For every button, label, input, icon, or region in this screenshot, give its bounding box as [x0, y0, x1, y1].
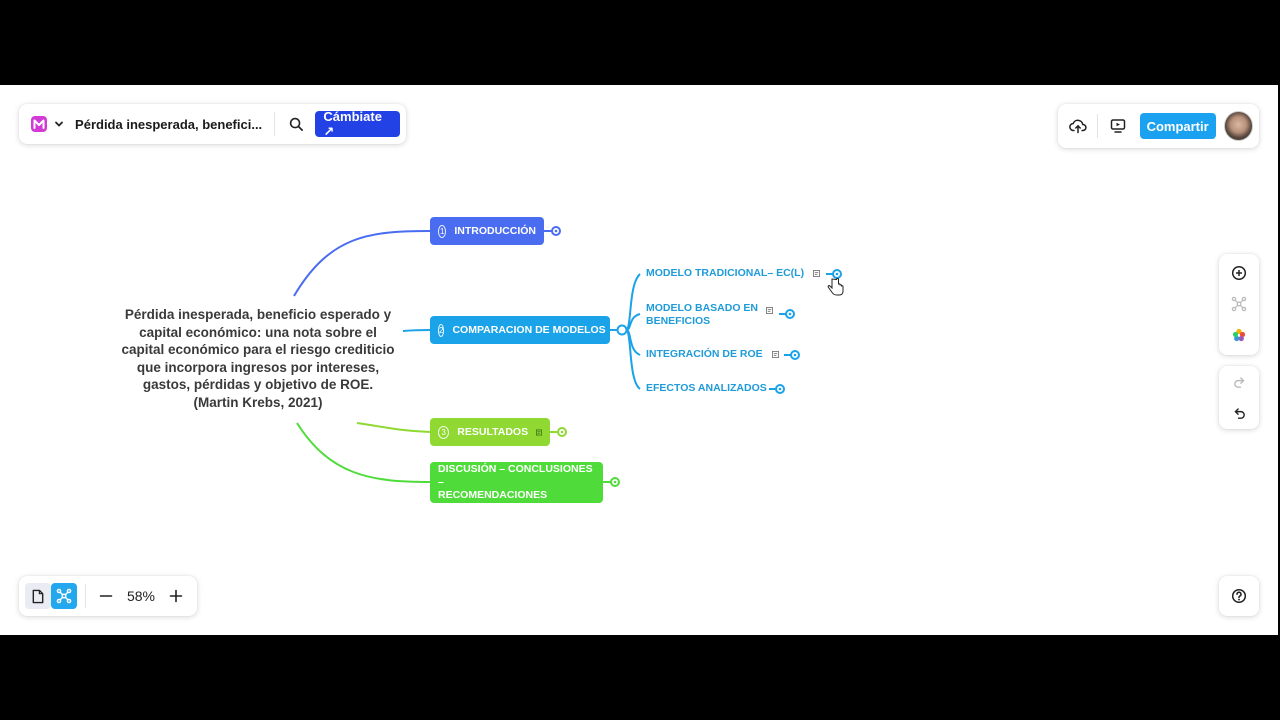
redo-icon	[1233, 376, 1245, 388]
help-icon	[1231, 588, 1247, 604]
document-title[interactable]: Pérdida inesperada, benefici...	[75, 116, 263, 132]
mindmap-view-button[interactable]	[51, 583, 77, 609]
branch-number-badge: 1	[438, 224, 447, 238]
presentation-icon	[1110, 119, 1126, 133]
plus-icon	[169, 589, 183, 603]
branch-label: INTRODUCCIÓN	[454, 225, 536, 237]
undo-button[interactable]	[1225, 399, 1253, 427]
zoom-out-button[interactable]	[92, 582, 120, 610]
view-zoom-toolbar: 58%	[19, 576, 197, 616]
structure-icon	[1231, 296, 1247, 312]
help-button[interactable]	[1219, 576, 1259, 616]
zoom-in-button[interactable]	[162, 582, 190, 610]
present-button[interactable]	[1104, 112, 1131, 140]
user-avatar[interactable]	[1223, 111, 1253, 141]
mindmap-icon	[56, 588, 72, 604]
search-button[interactable]	[283, 110, 309, 138]
subtopic-label: EFECTOS ANALIZADOS	[646, 382, 767, 394]
hand-cursor-icon	[827, 278, 844, 296]
color-palette-icon	[1232, 328, 1246, 342]
divider	[85, 584, 86, 608]
subtopic-modelo-beneficios[interactable]: MODELO BASADO EN BENEFICIOS	[646, 302, 774, 328]
subtopic-efectos-analizados[interactable]: EFECTOS ANALIZADOS	[646, 382, 767, 395]
top-right-toolbar: Compartir	[1058, 104, 1259, 148]
mindmap-connectors	[293, 226, 844, 487]
document-view-button[interactable]	[25, 583, 51, 609]
top-left-toolbar: Pérdida inesperada, benefici... Cámbiate…	[19, 104, 406, 144]
share-button[interactable]: Compartir	[1139, 113, 1216, 139]
branch-resultados[interactable]: 3 RESULTADOS	[430, 418, 550, 446]
divider	[274, 112, 276, 136]
switch-button[interactable]: Cámbiate ↗	[315, 109, 400, 139]
minus-icon	[99, 595, 113, 597]
branch-label: RESULTADOS	[457, 426, 529, 438]
subtopic-label: MODELO BASADO EN BENEFICIOS	[646, 302, 759, 327]
structure-button[interactable]	[1225, 290, 1253, 318]
right-tools-panel	[1219, 254, 1259, 355]
cloud-upload-button[interactable]	[1064, 112, 1091, 140]
subtopic-modelo-tradicional[interactable]: MODELO TRADICIONAL– EC(L)	[646, 267, 820, 280]
app-logo-icon[interactable]	[31, 115, 48, 133]
zoom-level: 58%	[126, 588, 156, 604]
history-panel	[1219, 366, 1259, 429]
subtopic-label: INTEGRACIÓN DE ROE	[646, 348, 763, 360]
branch-discusion[interactable]: DISCUSIÓN – CONCLUSIONES – RECOMENDACION…	[430, 462, 603, 503]
chevron-down-icon[interactable]	[54, 119, 67, 129]
cloud-upload-icon	[1068, 119, 1087, 134]
branch-number-badge: 2	[438, 323, 445, 337]
theme-button[interactable]	[1225, 321, 1253, 349]
branch-comparacion-modelos[interactable]: 2 COMPARACION DE MODELOS	[430, 316, 610, 344]
app-window: Pérdida inesperada, beneficio esperado y…	[0, 85, 1278, 635]
subtopic-integracion-roe[interactable]: INTEGRACIÓN DE ROE	[646, 348, 779, 361]
branch-introduccion[interactable]: 1 INTRODUCCIÓN	[430, 217, 544, 245]
search-icon	[289, 117, 303, 131]
branch-number-badge: 3	[438, 425, 450, 439]
note-icon	[536, 429, 542, 435]
subtopic-label: MODELO TRADICIONAL– EC(L)	[646, 267, 805, 279]
document-icon	[32, 589, 44, 603]
branch-label: COMPARACION DE MODELOS	[452, 324, 606, 336]
add-circle-icon	[1231, 265, 1247, 281]
note-icon	[771, 350, 779, 358]
redo-button[interactable]	[1225, 368, 1253, 396]
note-icon	[813, 269, 820, 277]
central-topic[interactable]: Pérdida inesperada, beneficio esperado y…	[121, 307, 395, 410]
divider	[1097, 114, 1099, 138]
mindmap-canvas[interactable]: Pérdida inesperada, beneficio esperado y…	[0, 85, 1278, 635]
add-node-button[interactable]	[1225, 259, 1253, 287]
undo-icon	[1233, 407, 1245, 419]
note-icon	[766, 306, 774, 314]
